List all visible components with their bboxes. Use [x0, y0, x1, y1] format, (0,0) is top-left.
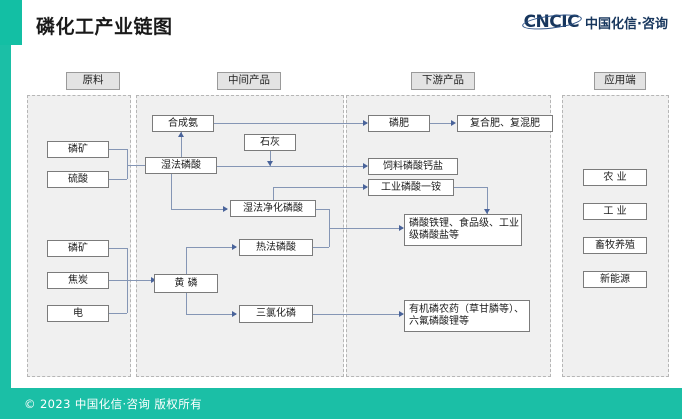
connector-ore1-out [109, 149, 127, 150]
connector-yp-to-pcl3 [186, 314, 236, 315]
connector-wet-to-ammonia [181, 132, 182, 157]
connector-wet-to-purified [171, 209, 227, 210]
arrowhead-wet-to-purified [223, 205, 228, 212]
arrowhead-pcl3-to-organo [399, 310, 404, 317]
connector-fert-to-compound [430, 123, 453, 124]
page-title: 磷化工产业链图 [36, 16, 173, 38]
connector-elec-out [109, 313, 127, 314]
connector-coke-out [109, 280, 127, 281]
node-compound-fertilizer[interactable]: 复合肥、复混肥 [457, 115, 553, 132]
column-header-intermediate: 中间产品 [217, 72, 281, 90]
connector-purified-up [273, 187, 274, 200]
left-teal-strip [0, 0, 11, 419]
arrowhead-ammonia-to-fert [363, 119, 368, 126]
top-left-accent-block [0, 0, 22, 45]
column-header-raw: 原料 [66, 72, 120, 90]
footer-bar: © 2023 中国化信·咨询 版权所有 [0, 388, 682, 419]
node-phosphate-ore-1[interactable]: 磷矿 [47, 141, 109, 158]
arrowhead-lime-down [266, 161, 273, 166]
column-header-application: 应用端 [594, 72, 646, 90]
node-organophosphate[interactable]: 有机磷农药（草甘膦等）、六氟磷酸锂等 [404, 300, 530, 332]
copyright-text: © 2023 中国化信·咨询 版权所有 [24, 397, 202, 411]
node-phosphorus-trichloride[interactable]: 三氯化磷 [239, 305, 313, 323]
connector-ammonia-to-fert [214, 123, 367, 124]
node-wet-process-acid[interactable]: 湿法磷酸 [145, 157, 217, 174]
cncic-logo-icon: CNCIC [523, 12, 580, 32]
node-purified-wet-acid[interactable]: 湿法净化磷酸 [230, 200, 316, 217]
header-bar: 磷化工产业链图 CNCIC 中国化信·咨询 [22, 0, 682, 48]
node-phosphate-ore-2[interactable]: 磷矿 [47, 240, 109, 257]
arrowhead-purified-to-map [363, 183, 368, 190]
connector-yp-down [186, 293, 187, 314]
arrowhead-fert-to-compound [451, 119, 456, 126]
connector-wet-to-feed [217, 166, 367, 167]
node-yellow-phosphorus[interactable]: 黄 磷 [154, 274, 218, 293]
node-sulfuric-acid[interactable]: 硫酸 [47, 171, 109, 188]
node-electricity[interactable]: 电 [47, 305, 109, 322]
arrowhead-map-down [483, 209, 490, 214]
connector-map-right [454, 187, 487, 188]
connector-yp-up [186, 247, 187, 274]
connector-yp-to-thermal [186, 247, 236, 248]
arrowhead-merge-to-lfp [399, 224, 404, 231]
lane-intermediate [136, 95, 344, 377]
connector-map-down [487, 187, 488, 214]
node-thermal-process-acid[interactable]: 热法磷酸 [239, 239, 313, 256]
connector-sulf-out [109, 179, 127, 180]
connector-raw1-bracket [127, 149, 128, 179]
connector-thermal-right [313, 247, 329, 248]
node-industrial-map[interactable]: 工业磷酸一铵 [368, 179, 454, 196]
diagram-canvas: 原料 中间产品 下游产品 应用端 磷矿 硫酸 磷矿 焦炭 电 合成氨 石灰 湿法… [11, 48, 682, 388]
node-coke[interactable]: 焦炭 [47, 272, 109, 289]
arrowhead-raw2-to-yp [151, 276, 156, 283]
node-feed-calcium-phosphate[interactable]: 饲料磷酸钙盐 [368, 158, 458, 175]
lane-application [562, 95, 669, 377]
node-phosphate-fertilizer[interactable]: 磷肥 [368, 115, 430, 132]
brand-chinese-name: 中国化信·咨询 [585, 16, 668, 32]
arrowhead-wet-to-feed [363, 162, 368, 169]
node-synthetic-ammonia[interactable]: 合成氨 [152, 115, 214, 132]
connector-pcl3-to-organo [313, 314, 403, 315]
node-agriculture[interactable]: 农 业 [583, 169, 647, 186]
lane-raw [27, 95, 131, 377]
connector-raw1-to-wet [127, 165, 154, 166]
connector-lime-down [270, 151, 271, 166]
connector-merge-to-lfp [329, 228, 403, 229]
column-header-downstream: 下游产品 [411, 72, 475, 90]
arrowhead-wet-to-ammonia [177, 132, 184, 137]
connector-raw2-to-yp [127, 280, 154, 281]
connector-purified-to-map [273, 187, 367, 188]
arrowhead-yp-to-pcl3 [232, 310, 237, 317]
brand-logo: CNCIC 中国化信·咨询 [524, 12, 668, 32]
node-animal-husbandry[interactable]: 畜牧养殖 [583, 237, 647, 254]
connector-wet-down [171, 174, 172, 209]
connector-ore2-out [109, 248, 127, 249]
node-lime[interactable]: 石灰 [244, 134, 296, 151]
arrowhead-yp-to-thermal [232, 243, 237, 250]
node-lfp-food-industrial[interactable]: 磷酸铁锂、食品级、工业级磷酸盐等 [404, 214, 522, 246]
node-new-energy[interactable]: 新能源 [583, 271, 647, 288]
node-industry[interactable]: 工 业 [583, 203, 647, 220]
connector-purified-right [316, 209, 329, 210]
